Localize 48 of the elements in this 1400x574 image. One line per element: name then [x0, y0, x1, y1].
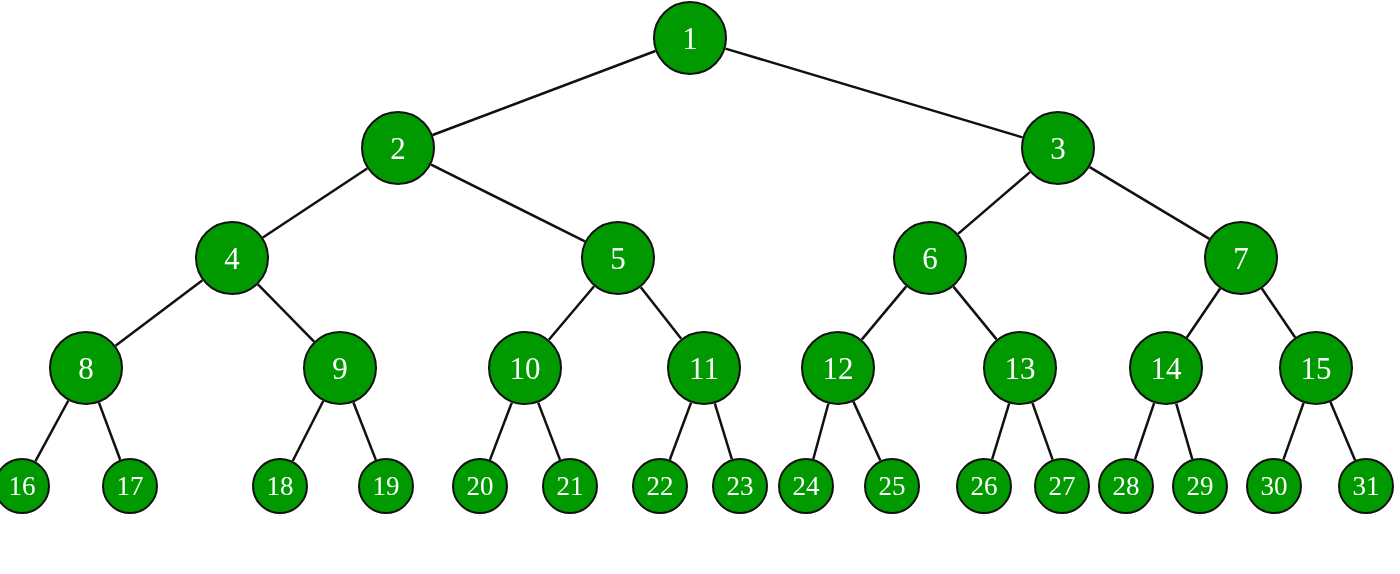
node-label: 27 — [1048, 472, 1076, 500]
tree-edge — [1089, 166, 1210, 240]
tree-edge — [812, 403, 830, 460]
node-label: 14 — [1150, 352, 1182, 384]
node-label: 5 — [610, 242, 626, 274]
node-label: 21 — [556, 472, 584, 500]
tree-edge — [1175, 403, 1194, 460]
node-label: 28 — [1112, 472, 1140, 500]
node-label: 29 — [1186, 472, 1214, 500]
tree-edge — [990, 403, 1011, 460]
tree-edge — [713, 403, 734, 460]
node-label: 6 — [922, 242, 938, 274]
node-label: 18 — [266, 472, 294, 500]
node-label: 11 — [689, 352, 719, 384]
node-label: 31 — [1352, 472, 1380, 500]
tree-edge — [257, 283, 315, 343]
node-label: 24 — [792, 472, 820, 500]
node-label: 10 — [509, 352, 541, 384]
node-label: 23 — [726, 472, 754, 500]
tree-edge — [1260, 287, 1297, 339]
node-label: 9 — [332, 352, 348, 384]
node-label: 25 — [878, 472, 906, 500]
node-label: 30 — [1260, 472, 1288, 500]
node-label: 7 — [1233, 242, 1249, 274]
tree-edge — [262, 167, 368, 239]
node-label: 12 — [822, 352, 854, 384]
node-label: 13 — [1004, 352, 1036, 384]
tree-edge — [952, 285, 998, 341]
tree-edge — [639, 286, 683, 340]
tree-edge — [957, 171, 1031, 235]
node-label: 26 — [970, 472, 998, 500]
node-label: 1 — [682, 22, 698, 54]
tree-edge — [547, 285, 596, 341]
node-label: 15 — [1300, 352, 1332, 384]
tree-edge — [1329, 401, 1357, 461]
tree-edge — [430, 163, 586, 243]
tree-edge — [1185, 287, 1222, 339]
tree-edge — [114, 279, 204, 347]
node-label: 19 — [372, 472, 400, 500]
node-label: 20 — [466, 472, 494, 500]
node-label: 22 — [646, 472, 674, 500]
node-label: 17 — [116, 472, 144, 500]
node-label: 2 — [390, 132, 406, 164]
node-label: 16 — [8, 472, 36, 500]
node-label: 3 — [1050, 132, 1066, 164]
node-label: 4 — [224, 242, 240, 274]
tree-edge — [860, 285, 908, 341]
node-label: 8 — [78, 352, 94, 384]
